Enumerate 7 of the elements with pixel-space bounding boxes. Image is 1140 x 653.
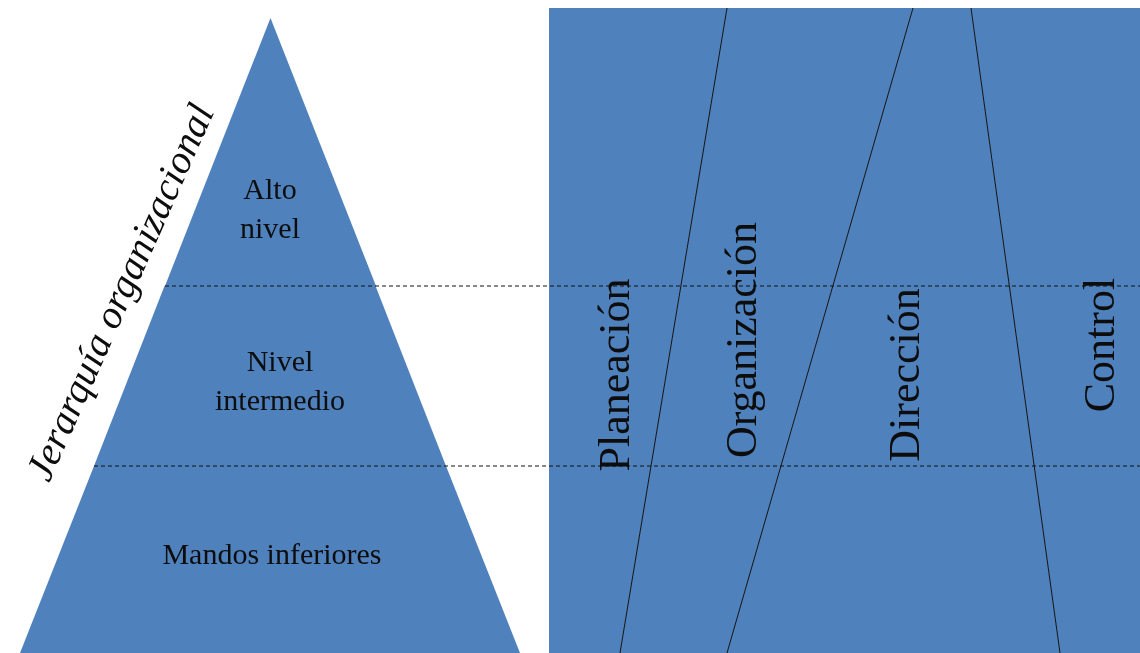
level-label: Mandos inferiores <box>162 535 382 572</box>
function-label: Dirección <box>883 288 927 462</box>
level-label: Nivel intermedio <box>214 343 346 418</box>
function-label: Planeación <box>593 278 637 472</box>
level-label: Alto nivel <box>239 171 301 246</box>
function-label: Organización <box>720 221 764 459</box>
function-label: Control <box>1078 277 1122 413</box>
